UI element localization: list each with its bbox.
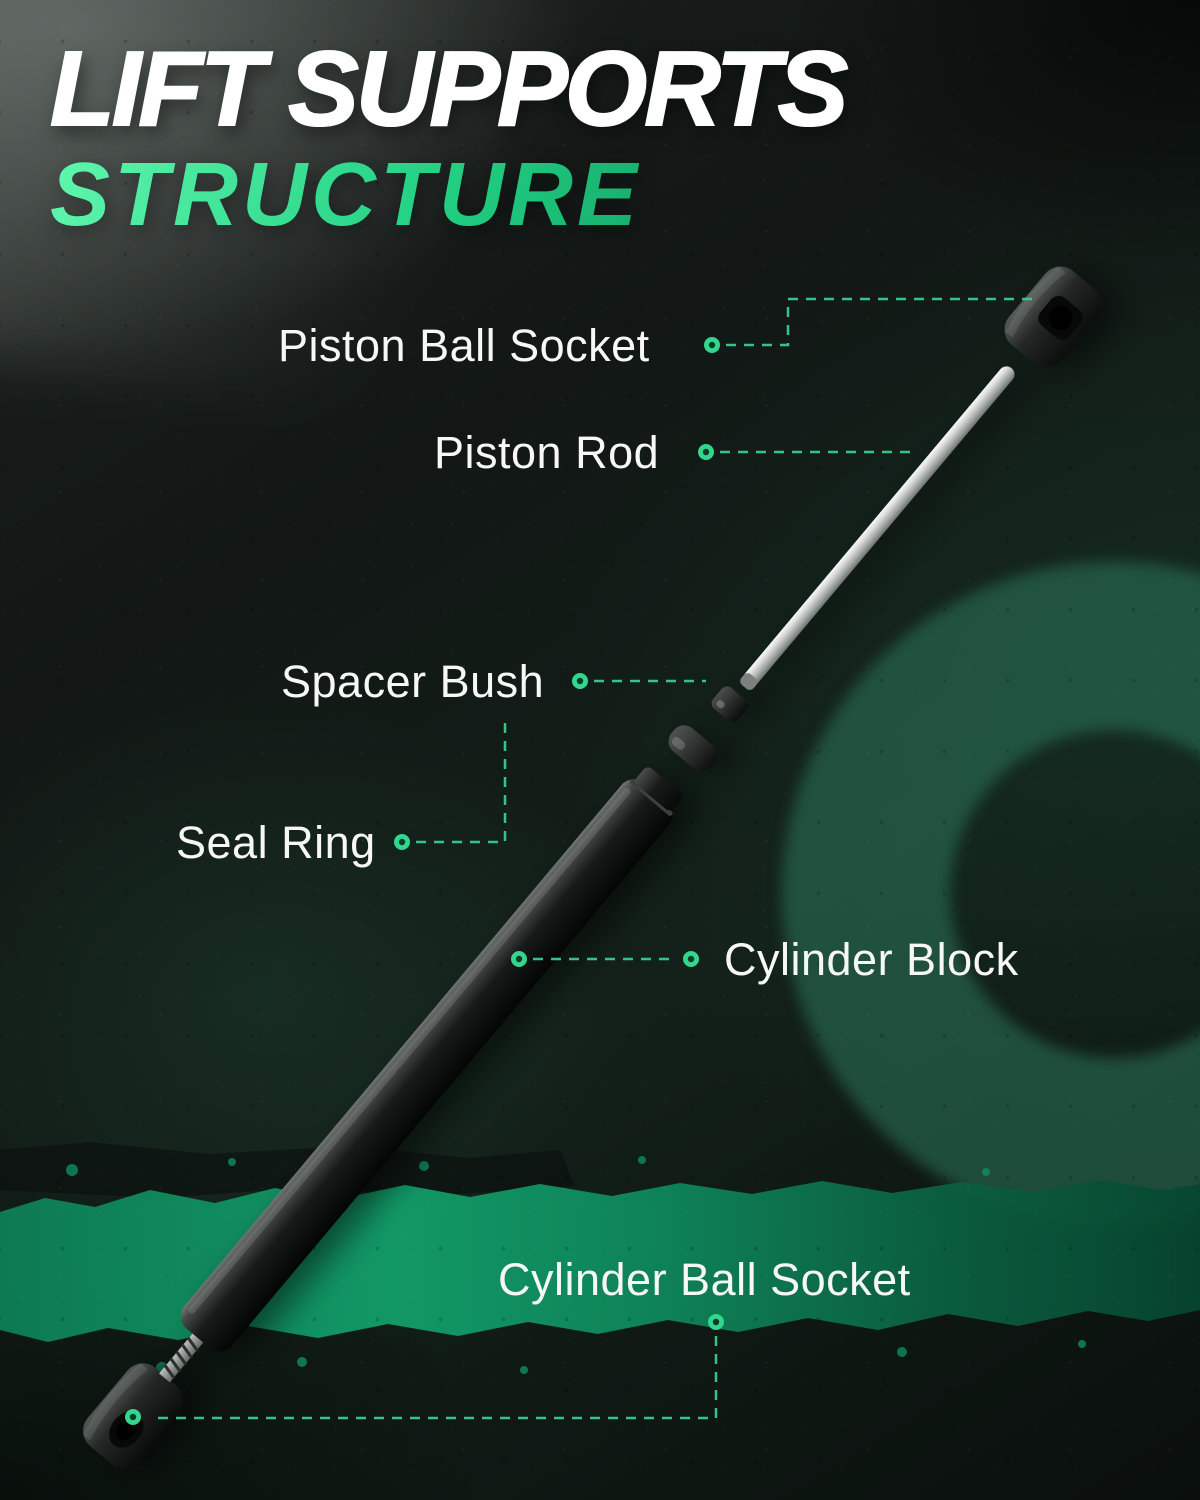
leader-dot: [704, 337, 720, 353]
leader-dot: [698, 444, 714, 460]
leader-cylinder-ball-socket: [150, 1336, 718, 1420]
label-piston-ball-socket: Piston Ball Socket: [278, 320, 650, 371]
cylinder-tube-part: [180, 767, 682, 1352]
leader-dot: [394, 834, 410, 850]
label-piston-rod: Piston Rod: [434, 427, 660, 478]
title-line2: STRUCTURE: [50, 150, 845, 240]
label-cylinder-ball-socket: Cylinder Ball Socket: [498, 1254, 911, 1305]
label-spacer-bush: Spacer Bush: [281, 656, 545, 707]
lift-support-strut: [82, 266, 1103, 1468]
title: LIFT SUPPORTS STRUCTURE: [49, 30, 849, 240]
mounting-stud-part: [159, 1332, 205, 1383]
leader-piston-ball-socket: [726, 297, 1040, 347]
leader-dots: [125, 337, 724, 1425]
spacer-bush-part: [711, 686, 748, 722]
leader-dot: [511, 951, 527, 967]
leader-seal-ring: [416, 716, 507, 844]
leader-dot: [708, 1314, 724, 1330]
title-line1: LIFT SUPPORTS: [49, 30, 849, 148]
leader-dot: [125, 1409, 141, 1425]
leader-dot: [683, 951, 699, 967]
piston-ball-socket-part: [1004, 266, 1103, 368]
leader-lines: [150, 297, 1040, 1420]
leader-dot: [572, 673, 588, 689]
piston-rod-part: [740, 366, 1015, 691]
grunge-dark-streak: [0, 1142, 575, 1198]
label-seal-ring: Seal Ring: [176, 817, 376, 868]
label-cylinder-block: Cylinder Block: [724, 934, 1019, 985]
seal-ring-part: [668, 725, 718, 772]
